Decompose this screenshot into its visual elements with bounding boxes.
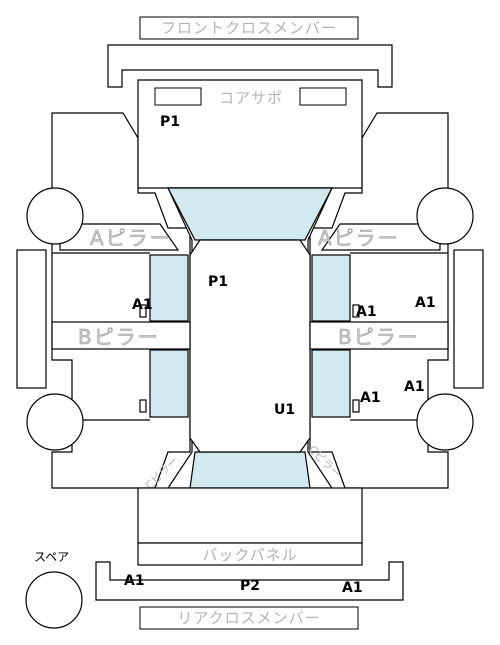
spare-tire xyxy=(25,571,83,629)
hood-panel xyxy=(137,79,363,189)
core-support-left-box xyxy=(154,87,202,106)
rear-window xyxy=(189,451,311,489)
left-rear-window xyxy=(149,349,189,418)
trunk-center-code: P2 xyxy=(240,578,260,594)
right-rear-window xyxy=(311,349,351,418)
a-pillar-left-label: Aピラー xyxy=(90,226,172,250)
a-pillar-right-label: Aピラー xyxy=(318,226,400,250)
back-panel-box xyxy=(137,542,363,566)
trunk-right-code: A1 xyxy=(342,580,363,596)
left-b-pillar xyxy=(51,321,191,350)
right-front-door-handle xyxy=(352,304,360,318)
front-cross-member xyxy=(107,44,393,88)
rear-cross-member-label-box xyxy=(139,606,359,630)
left-rocker-panel xyxy=(16,249,47,389)
right-rear-wheel xyxy=(416,393,474,451)
rear-cross-member xyxy=(95,561,404,601)
left-rear-wheel xyxy=(26,393,84,451)
back-panel-label: バックパネル xyxy=(202,546,297,564)
trunk-lid xyxy=(137,487,363,544)
left-front-door-handle xyxy=(139,304,147,318)
right-front-wheel xyxy=(416,187,474,245)
core-support-right-box xyxy=(299,87,347,106)
core-support-label: コアサポ xyxy=(219,89,283,107)
roof-code: P1 xyxy=(208,274,228,290)
front-cross-member-label-box xyxy=(139,16,359,40)
left-front-wheel xyxy=(26,187,84,245)
roof-u-code: U1 xyxy=(274,402,295,418)
spare-label: スペア xyxy=(34,550,69,564)
b-pillar-right-label: Bピラー xyxy=(338,325,420,349)
rear-cross-member-label: リアクロスメンバー xyxy=(177,609,320,627)
windshield xyxy=(167,187,333,241)
right-rear-door-handle xyxy=(352,399,360,413)
b-pillar-left-label: Bピラー xyxy=(78,325,160,349)
front-cross-member-label: フロントクロスメンバー xyxy=(161,19,337,37)
left-front-door-code: A1 xyxy=(132,297,153,313)
left-rear-door-handle xyxy=(139,399,147,413)
right-rear-door-inner-code: A1 xyxy=(360,390,381,406)
right-rear-door-outer-code: A1 xyxy=(404,379,425,395)
right-front-door-outer-code: A1 xyxy=(415,295,436,311)
right-b-pillar xyxy=(309,321,449,350)
roof-panel xyxy=(189,239,311,453)
left-front-window xyxy=(149,254,189,322)
right-rocker-panel xyxy=(453,249,484,389)
right-front-door-inner-code: A1 xyxy=(356,304,377,320)
hood-code: P1 xyxy=(160,114,180,130)
right-front-window xyxy=(311,254,351,322)
trunk-left-code: A1 xyxy=(124,573,145,589)
